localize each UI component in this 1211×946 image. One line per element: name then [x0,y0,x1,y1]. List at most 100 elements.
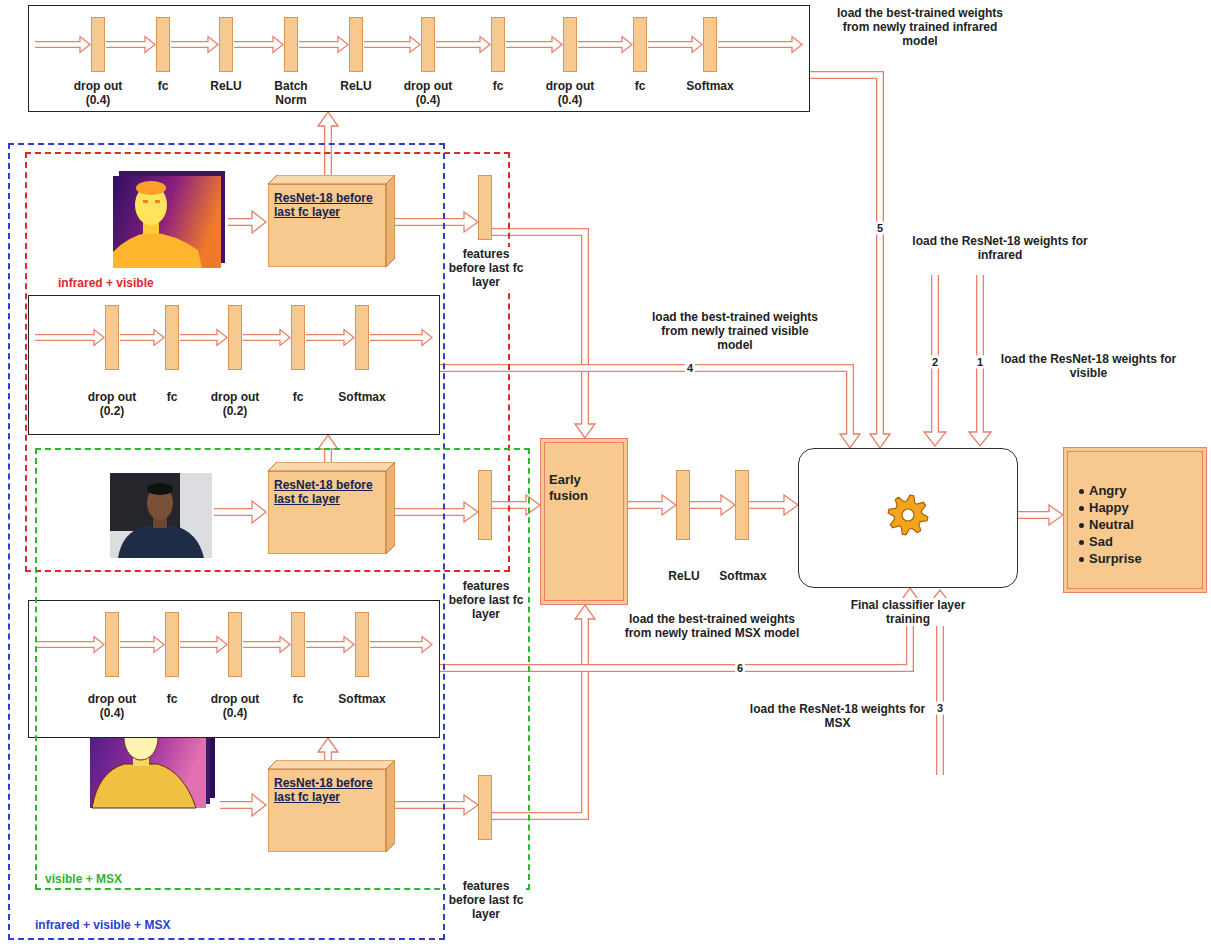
layer-label: drop out (0.4) [398,79,458,107]
layer-bar: features before last fc layer [478,775,492,840]
classifier-box: drop out (0.4)fcdrop out (0.4)fcSoftmax [28,600,440,738]
bullet-dot [1079,489,1084,494]
text-slot: drop out (0.4) [68,79,128,107]
text-slot: Neutral [1089,517,1199,533]
text-slot: visible + MSX [45,872,122,886]
arrow-core [120,642,156,646]
arrow-core [171,42,210,46]
text-slot: 6 [735,662,745,675]
text-slot: load the ResNet-18 weights for infrared [905,234,1095,262]
classifier-box: drop out (0.2)fcdrop out (0.2)fcSoftmax [28,295,440,435]
layer-bar [228,612,242,677]
block-label: ResNet-18 before last fc layer [274,776,380,804]
layer-label: fc [268,692,328,706]
layer-bar [563,17,577,72]
layer-bar [491,17,505,72]
callout-number: 5 [875,222,885,235]
layer-bar [91,17,105,72]
callout-number: 4 [685,362,695,375]
layer-arrow [234,37,283,53]
input-arrow [220,794,266,816]
layer-arrow [35,637,104,653]
layer-arrow [120,637,164,653]
box-outline [1063,447,1207,593]
arrow-core [578,42,624,46]
bullet-dot [1079,557,1084,562]
arrow-head [575,424,595,438]
layer-arrow [506,37,562,53]
layer-bar [349,17,363,72]
cuboid-top [268,175,395,184]
layer-label: fc [268,390,328,404]
text-slot: Softmax [332,390,392,404]
text-slot: ReLU [196,79,256,93]
annotation-text: load the best-trained weights from newly… [830,6,1010,48]
layer-arrow [370,637,432,653]
layer-label: Softmax [332,692,392,706]
text-slot: 5 [875,222,885,235]
group-region: infrared + visible ResNet-18 before last … [25,152,510,572]
cuboid-side [386,175,395,267]
connector-arrow [395,502,478,522]
arrow-head [840,434,860,448]
arrow-head [318,738,338,752]
layer-label: Softmax [680,79,740,93]
arrow-core [364,42,412,46]
layer-label: fc [468,79,528,93]
arrow-core [648,42,694,46]
text-slot: load the best-trained weights from newly… [830,6,1010,48]
text-slot: Surprise [1089,551,1199,567]
text-slot: ReLU [326,79,386,93]
text-slot: infrared + visible + MSX [35,918,170,932]
arrow-core [395,802,466,807]
layer-arrow [370,330,432,346]
layer-bar [291,305,305,370]
arrow-head [662,495,676,515]
text-slot: 1 [975,356,985,369]
text-slot: Early fusion [549,472,611,504]
layer-label: drop out (0.4) [540,79,600,107]
annotation-text: load the ResNet-18 weights for visible [996,352,1181,380]
arrow-core [506,42,554,46]
layer-label: Batch Norm [261,79,321,107]
text-slot: Softmax [713,569,773,583]
text-slot: ResNet-18 before last fc layer [274,191,380,219]
text-slot: Angry [1089,483,1199,499]
arrow-core [749,502,786,507]
box-outline [540,438,628,605]
callout-number: 3 [935,702,945,715]
layer-bar [355,612,369,677]
cuboid-side [386,462,395,554]
layer-bar [291,612,305,677]
class-label: Angry [1089,483,1199,499]
arrow-core [180,642,219,646]
layer-arrow [306,330,354,346]
layer-bar [105,612,119,677]
arrow-core [243,642,282,646]
layer-label: drop out (0.4) [68,79,128,107]
layer-label: features before last fc layer [446,879,526,921]
box-caption: Final classifier layer training [830,598,986,626]
text-slot: drop out (0.4) [205,692,265,720]
text-slot: fc [268,692,328,706]
region-label: infrared + visible [58,276,154,290]
cuboid-front [268,471,386,554]
text-slot: features before last fc layer [446,579,526,621]
layer-label: fc [610,79,670,93]
cuboid-shape [268,760,395,852]
text-slot: Batch Norm [261,79,321,107]
arrow-core [35,335,96,339]
cuboid-shape [268,462,395,554]
arrow-core [810,75,880,436]
group-region: visible + MSX ResNet-18 before last fc la… [35,448,530,890]
block-label: ResNet-18 before last fc layer [274,191,380,219]
connector-arrow [492,495,540,515]
arrow-head [318,112,338,126]
layer-label: drop out (0.2) [82,390,142,418]
layer-label: ReLU [654,569,714,583]
text-slot: Final classifier layer training [830,598,986,626]
layer-arrow [35,37,90,53]
layer-bar [284,17,298,72]
arrow-core [436,42,482,46]
